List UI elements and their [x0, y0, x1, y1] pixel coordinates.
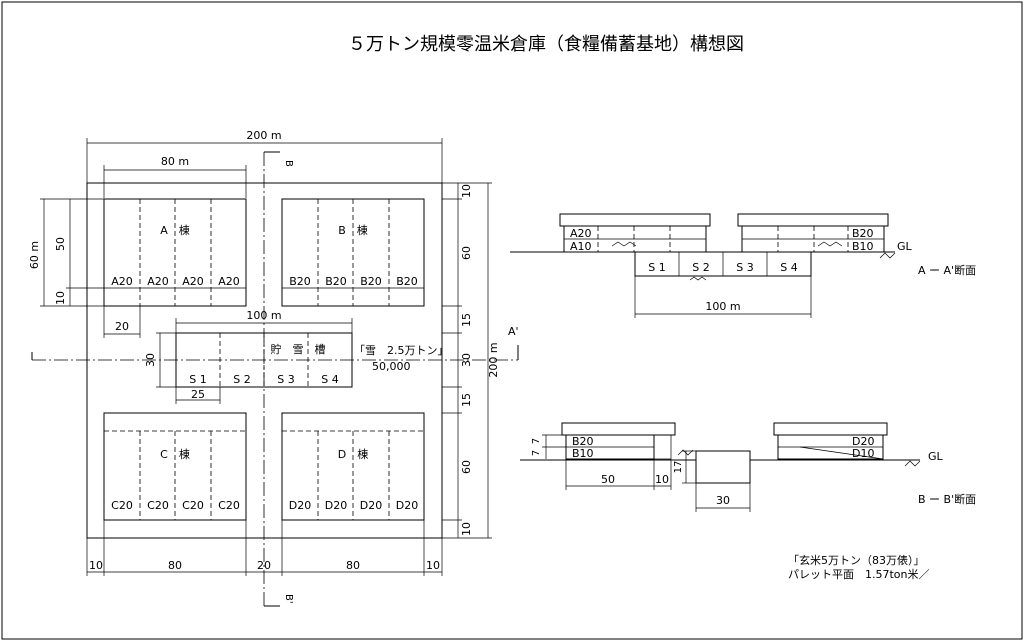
snow-volume: 50,000: [372, 360, 411, 373]
bay-label: B20: [396, 275, 418, 288]
building-b: B 棟 B20 B20 B20 B20: [281, 198, 425, 307]
bay-label: D20: [360, 499, 382, 512]
building-d: D 棟 D20 D20 D20 D20: [281, 412, 425, 521]
bb-dim-50: 50: [601, 473, 615, 486]
building-d-label: D 棟: [338, 447, 368, 461]
bb-right-top: D20: [852, 435, 874, 448]
dim-right-seg: 60: [460, 460, 473, 474]
bb-dim-30: 30: [716, 494, 730, 507]
bb-dim-17: 17: [673, 461, 684, 474]
bay-label: C20: [218, 499, 240, 512]
slot-label: S 4: [321, 373, 338, 386]
bay-label: A20: [218, 275, 240, 288]
dim-inner-50: 50: [54, 237, 67, 251]
bay-label: D20: [289, 499, 311, 512]
dim-bottom-seg: 10: [89, 559, 103, 572]
bay-label: A20: [182, 275, 204, 288]
dim-20: 20: [115, 320, 129, 333]
bay-label: B20: [289, 275, 311, 288]
aa-caption: A ー A'断面: [918, 263, 976, 277]
bb-dim-7b: 7: [531, 450, 542, 456]
dim-total-width: 200 m: [246, 129, 281, 142]
aa-slot: S 3: [736, 261, 753, 274]
bb-gl: GL: [928, 450, 944, 463]
bb-left-bottom: B10: [572, 447, 594, 460]
slot-label: S 2: [233, 373, 250, 386]
bb-dim-7a: 7: [531, 438, 542, 444]
slot-label: S 1: [189, 373, 206, 386]
dim-right-seg: 15: [460, 393, 473, 407]
plan-view: 200 m 80 m 60 m 50 10 20 A 棟 A20 A20: [28, 129, 519, 607]
building-a-label: A 棟: [160, 223, 190, 237]
slot-label: S 3: [277, 373, 294, 386]
site-boundary: [86, 182, 443, 539]
bb-right-bottom: D10: [852, 447, 874, 460]
dim-right-seg: 60: [460, 246, 473, 260]
bay-label: A20: [111, 275, 133, 288]
section-aa: A20 A10 B20 B10 GL S 1 S 2 S 3 S 4 100 m…: [510, 213, 976, 318]
building-b-label: B 棟: [338, 223, 368, 237]
dim-building-width: 80 m: [161, 155, 189, 168]
aa-right-bottom: B10: [852, 240, 874, 253]
section-b-bottom-label: B': [283, 594, 294, 604]
section-bb: B20 B10 D20 D10 GL 7 7 17 50 10: [520, 422, 976, 512]
aa-slot: S 1: [648, 261, 665, 274]
bb-caption: B ー B'断面: [918, 492, 976, 506]
snow-tank: 100 m 貯 雪 槽 S 1 S 2 S 3 S 4 30 25: [144, 309, 353, 404]
snow-tank-label: 貯 雪 槽: [271, 343, 326, 356]
aa-slot: S 4: [780, 261, 797, 274]
dim-right-total: 200 m: [487, 342, 500, 377]
section-b-top-label: B: [283, 160, 294, 167]
bay-label: C20: [147, 499, 169, 512]
aa-gl: GL: [897, 240, 913, 253]
dim-25: 25: [191, 388, 205, 401]
aa-right-top: B20: [852, 227, 874, 240]
note-line-1: 「玄米5万トン（83万俵）」: [788, 553, 925, 567]
aa-left-bottom: A10: [570, 240, 592, 253]
dim-bottom-seg: 20: [257, 559, 271, 572]
dim-building-depth: 60 m: [28, 241, 41, 269]
dim-inner-10: 10: [54, 291, 67, 305]
bay-label: A20: [147, 275, 169, 288]
page-title: ５万トン規模零温米倉庫（食糧備蓄基地）構想図: [348, 34, 744, 55]
dim-right-seg: 30: [460, 353, 473, 367]
dim-right-seg: 10: [460, 522, 473, 536]
aa-slot: S 2: [692, 261, 709, 274]
dim-bottom-seg: 80: [346, 559, 360, 572]
snow-note: 「雪 2.5万トン」: [354, 344, 449, 357]
bb-left-top: B20: [572, 435, 594, 448]
note-line-2: パレット平面 1.57ton米／: [788, 568, 930, 581]
building-c-label: C 棟: [160, 447, 190, 461]
bay-label: D20: [325, 499, 347, 512]
dim-right-seg: 10: [460, 184, 473, 198]
aa-left-top: A20: [570, 227, 592, 240]
aa-dim: 100 m: [705, 300, 740, 313]
bb-dim-10: 10: [655, 473, 669, 486]
bay-label: D20: [396, 499, 418, 512]
dim-bottom-seg: 80: [168, 559, 182, 572]
bay-label: C20: [182, 499, 204, 512]
section-a-label: A': [508, 325, 519, 338]
dim-bottom-seg: 10: [426, 559, 440, 572]
dim-right-seg: 15: [460, 313, 473, 327]
bay-label: B20: [360, 275, 382, 288]
building-a: A 棟 A20 A20 A20 A20: [103, 198, 247, 307]
bay-label: B20: [325, 275, 347, 288]
building-c: C 棟 C20 C20 C20 C20: [103, 412, 247, 521]
bay-label: C20: [111, 499, 133, 512]
